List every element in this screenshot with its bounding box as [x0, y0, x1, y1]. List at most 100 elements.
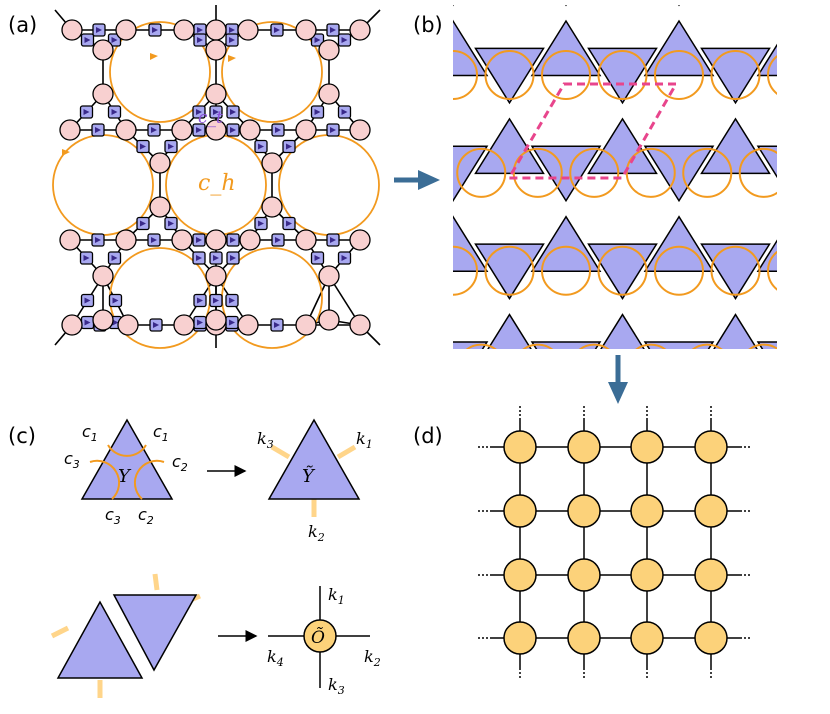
direction-arrow [314, 255, 321, 261]
ct-label: c_t [198, 108, 223, 128]
pink-site [205, 39, 227, 61]
pink-site [173, 314, 195, 336]
direction-arrow [230, 237, 236, 243]
orange-circle [767, 55, 777, 95]
down-triangle [587, 47, 658, 105]
direction-arrow [168, 143, 174, 150]
orange-circle [767, 250, 777, 291]
pink-site [92, 83, 114, 105]
up-triangle [600, 313, 645, 349]
pink-site [205, 19, 227, 41]
down-triangle [815, 48, 830, 102]
up-triangle [530, 19, 602, 77]
pink-site [171, 229, 193, 251]
pink-site [92, 39, 114, 61]
pink-site [349, 229, 371, 251]
down-triangle [250, 48, 318, 102]
peps-node [694, 558, 728, 592]
panel-c: Y c1 c1 c3 c2 c3 c2 Ỹ k3 k1 k2 [50, 418, 381, 698]
down-triangle [250, 244, 318, 298]
direction-arrow [229, 319, 235, 326]
direction-arrow [196, 127, 202, 133]
orange-circle [710, 50, 761, 100]
peps-node [630, 494, 664, 528]
peps-node [630, 558, 664, 592]
down-triangle [306, 342, 374, 396]
down-triangle [756, 341, 777, 349]
down-arrow-icon [608, 355, 628, 404]
direction-arrow [213, 109, 219, 115]
direction-arrow [111, 109, 118, 115]
pink-site [61, 19, 83, 41]
direction-arrow [258, 220, 264, 227]
loop-arrowhead [228, 55, 236, 62]
pink-site [205, 265, 227, 287]
up-triangle [758, 412, 826, 466]
k3-label: k3 [257, 429, 274, 451]
direction-arrow [197, 37, 203, 43]
direction-arrow [229, 27, 235, 33]
direction-arrow [112, 297, 119, 304]
pink-site [349, 119, 371, 141]
panel-label-d: (d) [413, 424, 443, 448]
direction-arrow [84, 319, 91, 326]
direction-arrow [196, 109, 202, 115]
up-triangle [700, 117, 771, 175]
up-triangle [815, 119, 830, 173]
pink-site [349, 314, 371, 336]
pink-site [149, 152, 171, 174]
direction-arrow [197, 27, 203, 33]
up-triangle [815, 315, 830, 369]
direction-arrow [197, 319, 203, 326]
peps-node [630, 430, 664, 464]
direction-arrow [286, 143, 292, 150]
orange-circle [401, 345, 449, 393]
down-triangle [363, 244, 431, 298]
pink-site [205, 83, 227, 105]
pink-site [117, 314, 139, 336]
direction-arrow [275, 127, 281, 133]
pink-site [149, 196, 171, 218]
orange-circle [465, 343, 497, 349]
orange-circles [401, 0, 816, 490]
orange-circle [768, 442, 816, 490]
direction-arrow [330, 127, 336, 133]
k1-label: k1 [356, 429, 373, 451]
orange-circle [512, 147, 563, 198]
orange-circle [627, 0, 675, 1]
direction-arrow [230, 127, 236, 133]
up-triangle [193, 412, 261, 466]
direction-arrow [83, 255, 90, 261]
pink-site [349, 19, 371, 41]
orange-circle [456, 147, 507, 198]
orange-circle [578, 343, 610, 349]
peps-node [567, 494, 601, 528]
peps-node [567, 430, 601, 464]
k1-label: k1 [328, 585, 345, 607]
orange-circle [682, 147, 733, 198]
up-triangle [530, 215, 602, 272]
orange-circle [635, 343, 667, 349]
up-triangle [363, 119, 431, 173]
down-triangle [530, 145, 602, 203]
orange-circle [514, 0, 562, 1]
down-triangle [363, 48, 431, 102]
triangles [193, 5, 830, 494]
direction-arrow [230, 109, 236, 115]
orange-circle [654, 50, 704, 100]
down-triangle [756, 145, 777, 179]
peps-node [503, 494, 537, 528]
direction-arrow [286, 220, 292, 227]
down-triangle [530, 341, 602, 349]
down-triangle [815, 440, 830, 494]
right-arrow-icon [394, 170, 440, 190]
up-triangle [713, 313, 758, 349]
direction-arrow [258, 143, 264, 150]
c2-bottom-label: c2 [138, 505, 154, 527]
orange-circle [748, 343, 777, 349]
direction-arrow [341, 109, 348, 115]
c1-right-label: c1 [153, 422, 169, 444]
peps-node [694, 494, 728, 528]
orange-loop [221, 21, 323, 123]
